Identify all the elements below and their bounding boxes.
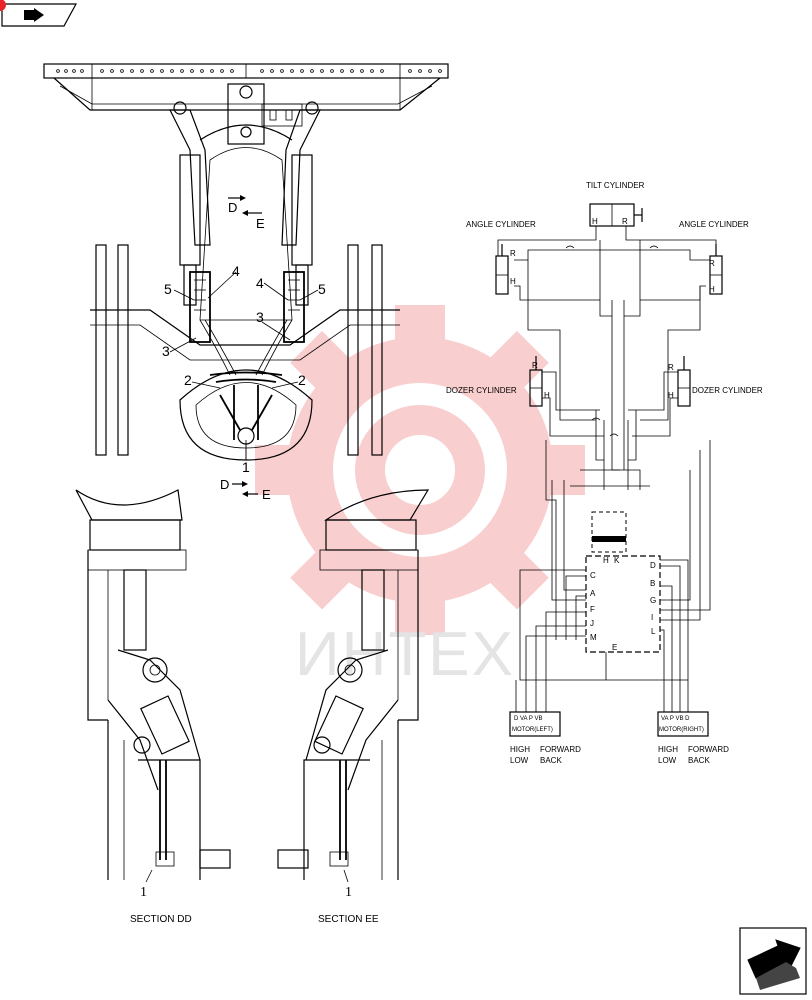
section-dd-view: 1 SECTION DD (75, 489, 231, 925)
angle-left-port-h: H (510, 277, 516, 286)
valve-port-g: G (650, 596, 656, 605)
valve-port-e: E (612, 643, 617, 652)
callout-1-section-ee: 1 (345, 885, 352, 900)
motor-right-back: BACK (688, 756, 710, 765)
dozer-right-port-h: H (668, 391, 674, 400)
dozer-cylinder-right: R H (668, 356, 691, 407)
angle-right-port-h: H (709, 285, 715, 294)
motor-left-forward: FORWARD (540, 745, 581, 754)
hydraulic-lines (497, 226, 717, 712)
section-ee-view: 1 SECTION EE (277, 489, 430, 925)
hydraulic-schematic: TILT CYLINDER H R ANGLE CYLINDER ANGLE C… (446, 181, 763, 765)
tilt-port-r: R (622, 217, 628, 226)
angle-cylinder-right-label: ANGLE CYLINDER (679, 220, 749, 229)
callout-5-right: 5 (318, 281, 326, 297)
callout-2-left: 2 (184, 372, 192, 388)
watermark-gear-icon (287, 337, 553, 603)
angle-right-port-r: R (709, 259, 715, 268)
tilt-cylinder-label: TILT CYLINDER (586, 181, 645, 190)
angle-cylinder-right: R H (709, 244, 723, 295)
motor-left-label: MOTOR(LEFT) (512, 727, 553, 733)
valve-port-h: H (603, 556, 609, 565)
section-mark-e-top: E (256, 216, 265, 231)
callout-5-left: 5 (164, 281, 172, 297)
motor-left-ports: D VA P VB (514, 716, 542, 722)
callout-1-section-dd: 1 (140, 885, 147, 900)
dozer-left-port-r: R (532, 361, 538, 370)
callout-3-right: 3 (256, 309, 264, 325)
dozer-cylinder-left-label: DOZER CYLINDER (446, 386, 517, 395)
angle-cylinder-left-label: ANGLE CYLINDER (466, 220, 536, 229)
dozer-right-port-r: R (668, 363, 674, 372)
valve-port-m: M (590, 633, 597, 642)
watermark-text: ИНТЕХ (295, 620, 515, 689)
callout-2-right: 2 (298, 372, 306, 388)
valve-port-j: J (590, 619, 594, 628)
valve-port-b: B (650, 579, 655, 588)
section-dd-label: SECTION DD (130, 914, 192, 925)
control-valve: H K C D A B F G I J L M E (585, 511, 661, 653)
valve-port-l: L (651, 627, 656, 636)
dozer-cylinder-left: R H (529, 356, 550, 407)
tilt-cylinder: H R (589, 203, 643, 227)
motor-right: VA P VB D MOTOR(RIGHT) HIGH LOW FORWARD … (657, 711, 729, 765)
motor-left-back: BACK (540, 756, 562, 765)
valve-port-d: D (650, 561, 656, 570)
valve-port-c: C (590, 571, 596, 580)
arrow-right-icon (24, 8, 44, 22)
motor-left: D VA P VB MOTOR(LEFT) HIGH LOW FORWARD B… (509, 711, 581, 765)
callout-4-left: 4 (232, 263, 240, 279)
dozer-cylinder-right-label: DOZER CYLINDER (692, 386, 763, 395)
valve-port-i: I (651, 613, 653, 622)
motor-left-high: HIGH (510, 745, 530, 754)
tilt-port-h: H (592, 217, 598, 226)
motor-right-high: HIGH (658, 745, 678, 754)
section-mark-e-bottom: E (262, 487, 271, 502)
next-nav-button[interactable] (739, 927, 807, 995)
top-view-assembly: D E D E 5 4 4 5 (43, 63, 449, 502)
callout-4-right: 4 (256, 275, 264, 291)
motor-right-label: MOTOR(RIGHT) (659, 727, 704, 733)
motor-right-ports: VA P VB D (661, 716, 690, 722)
section-marker-top: D E (228, 195, 265, 231)
angle-left-port-r: R (510, 249, 516, 258)
section-marker-bottom: D E (220, 477, 271, 502)
callout-1-top: 1 (242, 459, 250, 475)
callout-3-left: 3 (162, 343, 170, 359)
motor-right-low: LOW (658, 756, 677, 765)
motor-left-low: LOW (510, 756, 529, 765)
valve-port-f: F (590, 605, 595, 614)
back-nav-button[interactable] (0, 0, 78, 27)
section-mark-d-top: D (228, 200, 237, 215)
section-mark-d-bottom: D (220, 477, 229, 492)
valve-port-k: K (614, 556, 620, 565)
motor-right-forward: FORWARD (688, 745, 729, 754)
angle-cylinder-left: R H (495, 244, 516, 295)
arrow-next-icon (747, 939, 801, 979)
valve-port-a: A (590, 589, 596, 598)
dozer-left-port-h: H (544, 391, 550, 400)
section-ee-label: SECTION EE (318, 914, 379, 925)
